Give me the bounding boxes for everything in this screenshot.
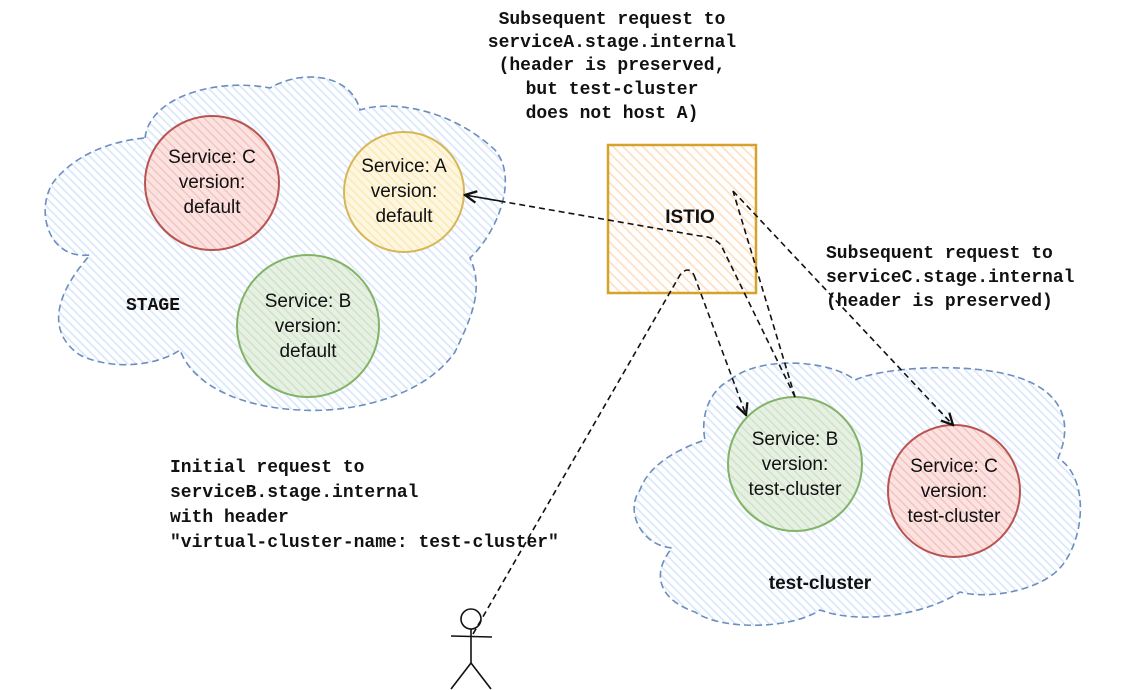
arrow-test-b-to-istio-a: [464, 194, 796, 398]
stick-figure-user-icon[interactable]: [450, 608, 493, 690]
annotation-initial-request: Initial request to serviceB.stage.intern…: [170, 458, 559, 553]
annotation-a-line-2: serviceA.stage.internal: [488, 33, 737, 53]
test-cluster-service-b-name: Service: B: [752, 429, 839, 450]
annotation-service-c-request: Subsequent request to serviceC.stage.int…: [826, 244, 1075, 312]
arrow-istio-to-stage-a: [465, 195, 501, 201]
user-right-leg: [470, 662, 492, 690]
test-cluster-service-b[interactable]: Service: B version: test-cluster: [727, 396, 863, 532]
stage-service-b[interactable]: Service: B version: default: [236, 254, 380, 398]
annotation-c-line-3: (header is preserved): [826, 292, 1053, 312]
stage-cluster-label: STAGE: [126, 296, 180, 316]
stage-service-a-name: Service: A: [361, 156, 447, 177]
stage-service-a-version-label: version:: [371, 181, 438, 202]
stage-service-c-version: default: [183, 197, 241, 218]
istio-box: [606, 143, 758, 295]
user-left-leg: [450, 662, 472, 690]
request-arrows: [464, 190, 953, 635]
stage-service-b-circle: [236, 254, 380, 398]
stage-service-a-version: default: [375, 206, 433, 227]
test-cluster-service-c-name: Service: C: [910, 456, 998, 477]
stage-service-b-version: default: [279, 341, 337, 362]
stage-service-b-name: Service: B: [265, 291, 352, 312]
annotation-initial-line-4: "virtual-cluster-name: test-cluster": [170, 533, 559, 553]
arrow-test-b-to-istio-c: [732, 190, 796, 398]
annotation-a-line-5: does not host A): [526, 104, 699, 124]
arrow-istio-to-test-c: [732, 190, 953, 425]
istio-gateway[interactable]: ISTIO: [606, 143, 758, 295]
user-head: [460, 608, 482, 630]
test-cluster-service-b-version-label: version:: [762, 454, 829, 475]
test-cluster-service-b-version: test-cluster: [749, 479, 843, 500]
annotation-a-line-4: but test-cluster: [526, 80, 699, 100]
stage-service-c-circle: [144, 115, 280, 251]
test-cluster-service-c-version: test-cluster: [908, 506, 1002, 527]
annotation-initial-line-3: with header: [170, 508, 289, 528]
stage-service-b-version-label: version:: [275, 316, 342, 337]
stage-service-c[interactable]: Service: C version: default: [144, 115, 280, 251]
stage-service-a[interactable]: Service: A version: default: [343, 131, 465, 253]
test-cluster-service-c-version-label: version:: [921, 481, 988, 502]
user-arms: [450, 635, 493, 638]
annotation-a-line-3: (header is preserved,: [499, 56, 726, 76]
annotation-initial-line-2: serviceB.stage.internal: [170, 483, 419, 503]
arrow-istio-to-test-b: [693, 274, 746, 415]
annotation-service-a-request: Subsequent request to serviceA.stage.int…: [488, 10, 737, 124]
stage-service-c-version-label: version:: [179, 172, 246, 193]
arrow-user-to-istio: [472, 269, 695, 635]
annotation-initial-line-1: Initial request to: [170, 458, 364, 478]
test-cluster-service-c[interactable]: Service: C version: test-cluster: [887, 424, 1021, 558]
annotation-c-line-2: serviceC.stage.internal: [826, 268, 1075, 288]
istio-label: ISTIO: [665, 207, 715, 228]
annotation-c-line-1: Subsequent request to: [826, 244, 1053, 264]
annotation-a-line-1: Subsequent request to: [499, 10, 726, 30]
test-cluster-label: test-cluster: [769, 573, 872, 594]
stage-service-c-name: Service: C: [168, 147, 256, 168]
